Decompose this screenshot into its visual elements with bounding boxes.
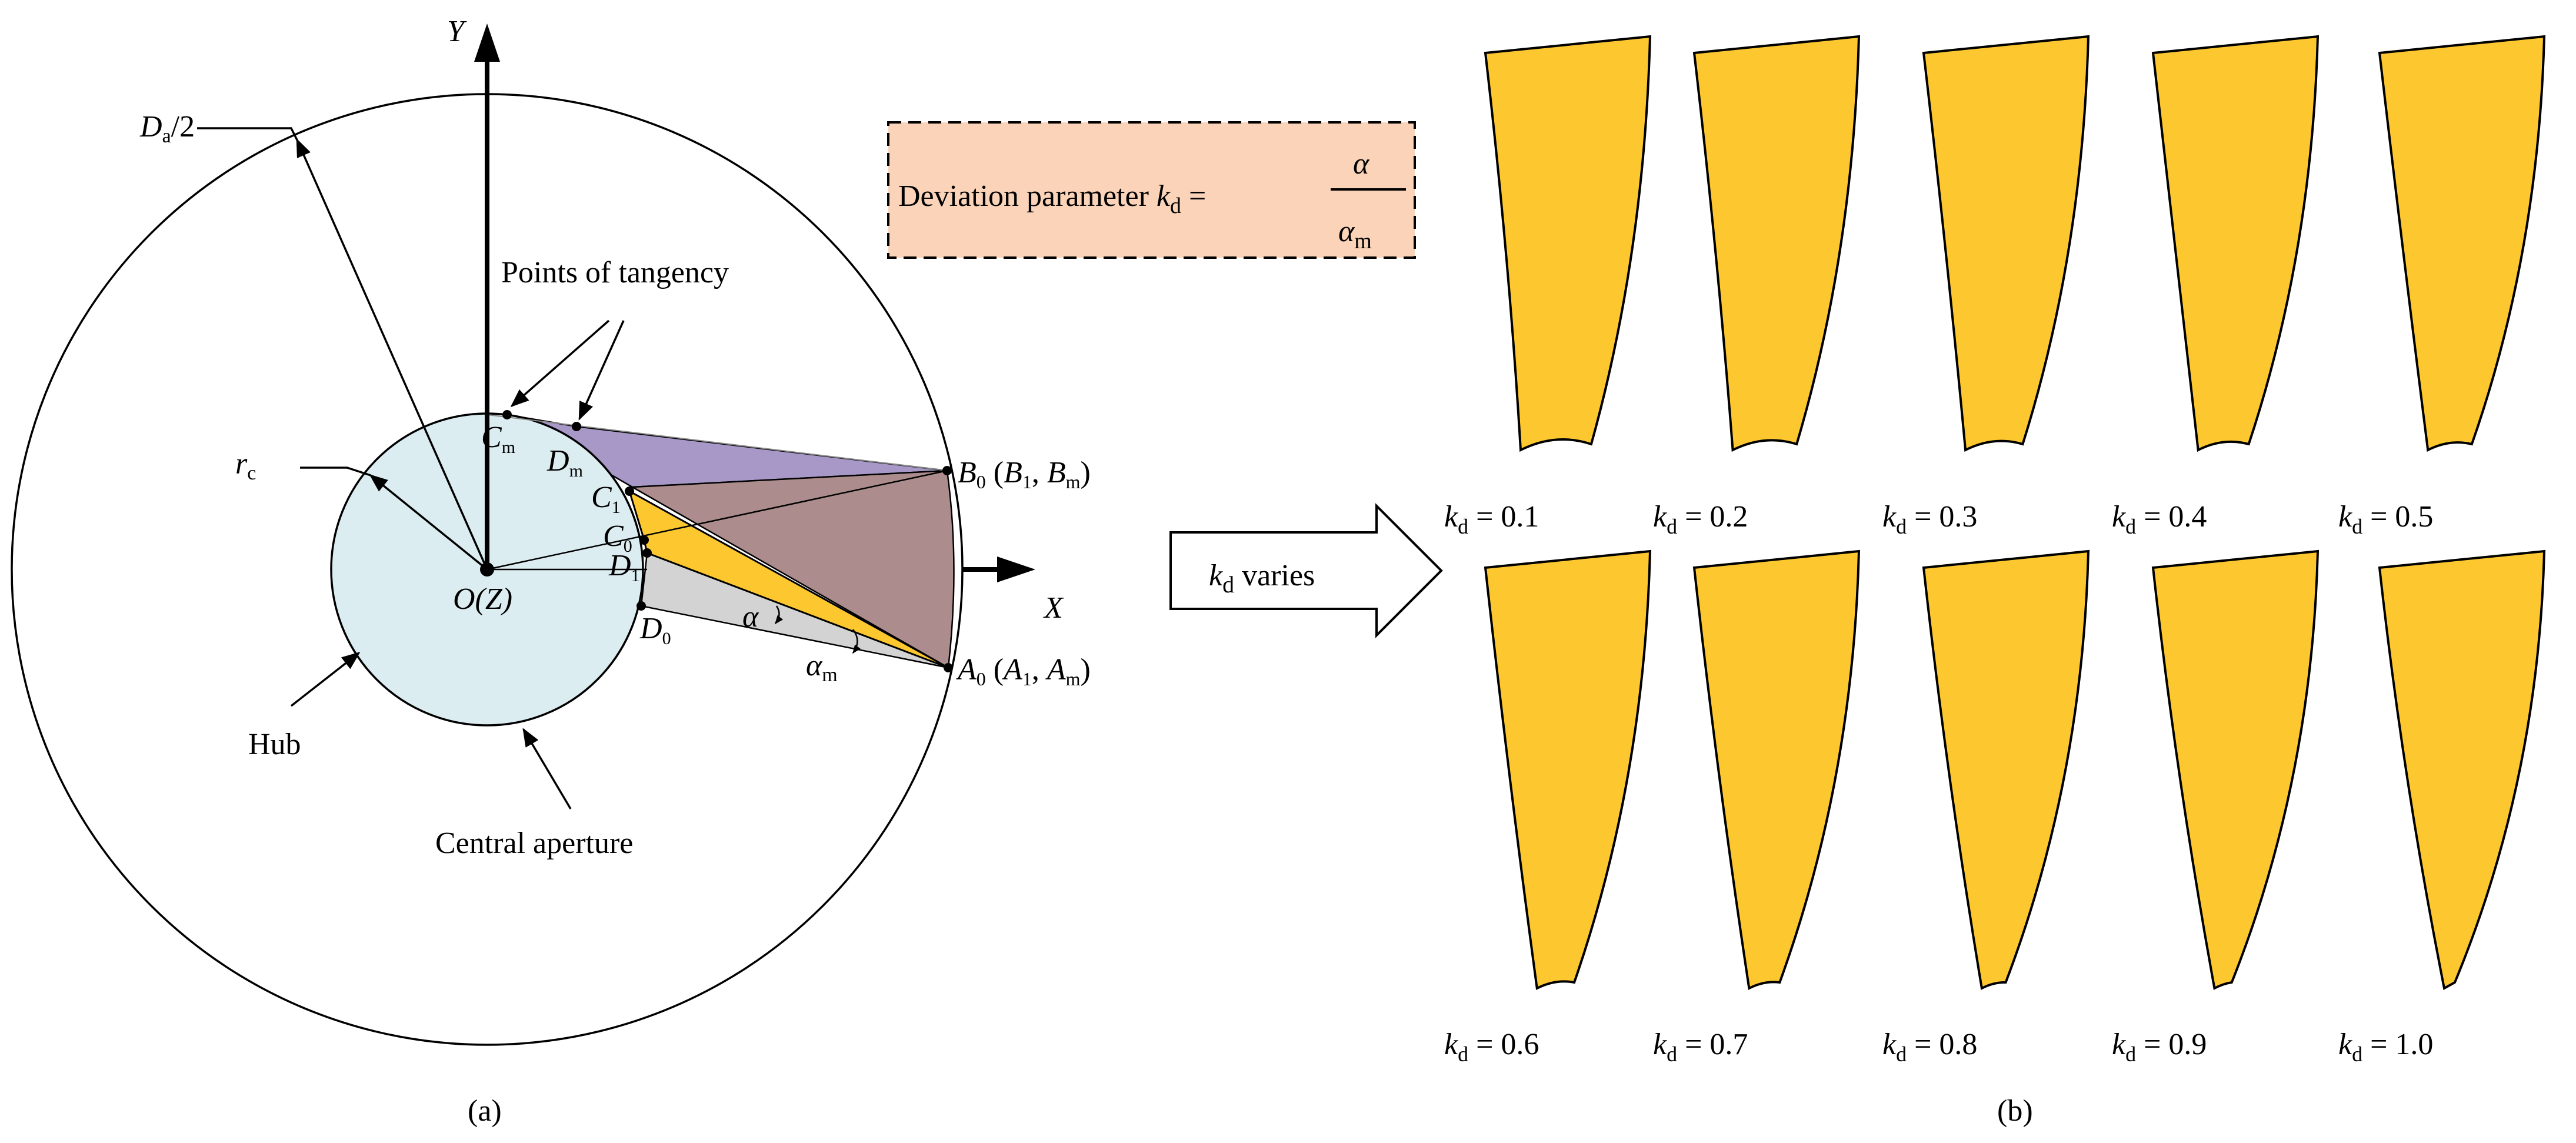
- point-C1: C1: [591, 481, 621, 517]
- blade-label-5: kd = 0.5: [2338, 500, 2433, 538]
- svg-text:αm: αm: [1338, 215, 1372, 254]
- blade-shape-9: [2151, 549, 2320, 991]
- point-D0: D0: [639, 612, 671, 648]
- blade-label-10: kd = 1.0: [2338, 1028, 2433, 1066]
- blade-label-8: kd = 0.8: [1882, 1028, 1977, 1066]
- blade-shape-10: [2378, 549, 2546, 991]
- blade-label-4: kd = 0.4: [2112, 500, 2207, 538]
- x-axis-arrow: [997, 556, 1035, 582]
- svg-text:Deviation parameter kd =: Deviation parameter kd =: [898, 179, 1206, 218]
- panel-a-caption: (a): [468, 1094, 502, 1128]
- tangency-label: Points of tangency: [501, 256, 729, 289]
- central-aperture-label: Central aperture: [435, 827, 633, 860]
- point-Cm: Cm: [481, 421, 515, 457]
- kd-varies-arrow: kd varies: [1169, 503, 1443, 638]
- panel-b: kd = 0.1 kd = 0.2 kd = 0.3 kd = 0.4 kd = 0.5…: [1444, 35, 2546, 1128]
- panel-a: Y X Da/2 rc O(Z) Hub Central aperture Po…: [11, 15, 1091, 1128]
- blade-label-7: kd = 0.7: [1653, 1028, 1748, 1066]
- blade-shape-8: [1922, 549, 2090, 991]
- svg-text:kd varies: kd varies: [1209, 559, 1315, 598]
- blade-shape-7: [1692, 549, 1861, 991]
- panel-b-caption: (b): [1997, 1094, 2033, 1128]
- y-axis-arrow: [474, 24, 500, 62]
- mauve-region: [629, 469, 955, 669]
- blade-shape-4: [2151, 35, 2320, 452]
- hub-radius-label: rc: [235, 447, 256, 484]
- blade-shape-5: [2378, 35, 2546, 452]
- blade-label-3: kd = 0.3: [1882, 500, 1977, 538]
- x-axis-label: X: [1043, 591, 1064, 625]
- blade-shape-1: [1484, 35, 1652, 452]
- point-C0: C0: [603, 519, 632, 556]
- origin-label: O(Z): [453, 582, 512, 616]
- blade-label-6: kd = 0.6: [1444, 1028, 1539, 1066]
- point-B-label: B0 (B1, Bm): [958, 456, 1091, 492]
- deviation-box: Deviation parameter kd = α αm: [887, 121, 1416, 259]
- hub-label: Hub: [248, 728, 301, 761]
- blade-shape-3: [1922, 35, 2090, 452]
- blade-shape-6: [1484, 549, 1652, 991]
- point-A-label: A0 (A1, Am): [956, 653, 1091, 689]
- y-axis-label: Y: [447, 15, 467, 48]
- alpha-label: α: [742, 600, 759, 634]
- blade-label-2: kd = 0.2: [1653, 500, 1748, 538]
- blade-label-1: kd = 0.1: [1444, 500, 1539, 538]
- alpha-m-label: αm: [806, 649, 838, 686]
- blade-shape-2: [1692, 35, 1861, 452]
- point-Dm: Dm: [546, 444, 583, 481]
- blade-label-9: kd = 0.9: [2112, 1028, 2207, 1066]
- point-D1: D1: [608, 549, 640, 585]
- svg-text:α: α: [1353, 147, 1370, 181]
- tangent-line: [486, 414, 948, 471]
- outer-radius-label: Da/2: [139, 110, 195, 147]
